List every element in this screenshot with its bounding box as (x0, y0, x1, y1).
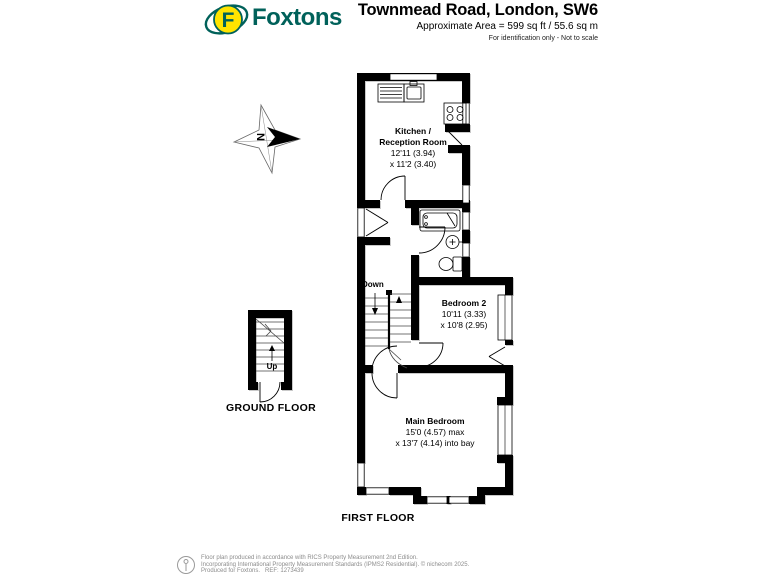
stairs-ground-floor (255, 318, 285, 372)
kitchen-door-swing (380, 175, 406, 201)
footer-disclaimer: Floor plan produced in accordance with R… (201, 555, 469, 575)
footer-line: Incorporating International Property Mea… (201, 561, 470, 568)
bedroom2-cupboard-doors (488, 346, 506, 367)
basin (445, 235, 462, 249)
bathtub (419, 209, 461, 232)
ground-floor-walls (248, 310, 292, 390)
nichecom-logo-icon (177, 556, 195, 574)
kitchen-sink (377, 81, 425, 103)
footer-line: Floor plan produced in accordance with R… (201, 555, 418, 561)
main-bedroom-door-swing (371, 372, 398, 399)
stairs-first-floor (365, 290, 411, 369)
down-arrow-icon (372, 308, 378, 315)
room-name: Bedroom 2 (441, 298, 487, 308)
entry-door-leaf (445, 128, 463, 146)
kitchen-reception-label: Kitchen / Reception Room 12'11 (3.94) x … (353, 126, 473, 170)
room-dimension: x 13'7 (4.14) into bay (395, 438, 475, 448)
room-dimension: 12'11 (3.94) (390, 148, 436, 158)
room-name: Main Bedroom (405, 416, 465, 426)
page-title: Townmead Road, London, SW6 (357, 1, 598, 19)
up-arrow-icon (396, 296, 402, 303)
stairs-up-label: Up (266, 362, 278, 371)
compass-north-label: N (254, 133, 266, 141)
ground-floor-caption: GROUND FLOOR (226, 402, 316, 414)
foxtons-logo-icon: F (204, 4, 249, 35)
first-floor-caption: FIRST FLOOR (341, 512, 415, 524)
room-dimension: x 11'2 (3.40) (389, 159, 437, 169)
hallway-door-swing (371, 345, 398, 372)
ground-floor-plan (248, 310, 292, 403)
approximate-area: Approximate Area = 599 sq ft / 55.6 sq m (416, 21, 599, 32)
bedroom2-door-swing (418, 342, 444, 368)
first-floor-doors (365, 128, 506, 399)
footer-line: Produced for Foxtons. REF: 1273439 (201, 568, 304, 575)
ground-floor-door (259, 381, 281, 403)
first-floor-plan (357, 73, 513, 504)
room-dimension: 15'0 (4.57) max (405, 427, 465, 437)
hall-cupboard-doors (365, 208, 389, 237)
up-arrow-icon (269, 345, 275, 351)
room-dimension: x 10'8 (2.95) (440, 320, 488, 330)
brand-wordmark: Foxtons (252, 4, 342, 31)
bedroom2-label: Bedroom 2 10'11 (3.33) x 10'8 (2.95) (404, 298, 524, 331)
room-name: Reception Room (379, 137, 447, 147)
stairs-down-label: Down (362, 280, 384, 289)
logo-letter: F (222, 9, 235, 32)
identification-note: For identification only - Not to scale (488, 35, 598, 42)
room-dimension: 10'11 (3.33) (441, 309, 487, 319)
compass-icon: N (232, 103, 302, 175)
room-name: Kitchen / (395, 126, 431, 136)
hob (443, 102, 467, 125)
toilet (438, 256, 463, 272)
main-bedroom-label: Main Bedroom 15'0 (4.57) max x 13'7 (4.1… (355, 416, 515, 449)
